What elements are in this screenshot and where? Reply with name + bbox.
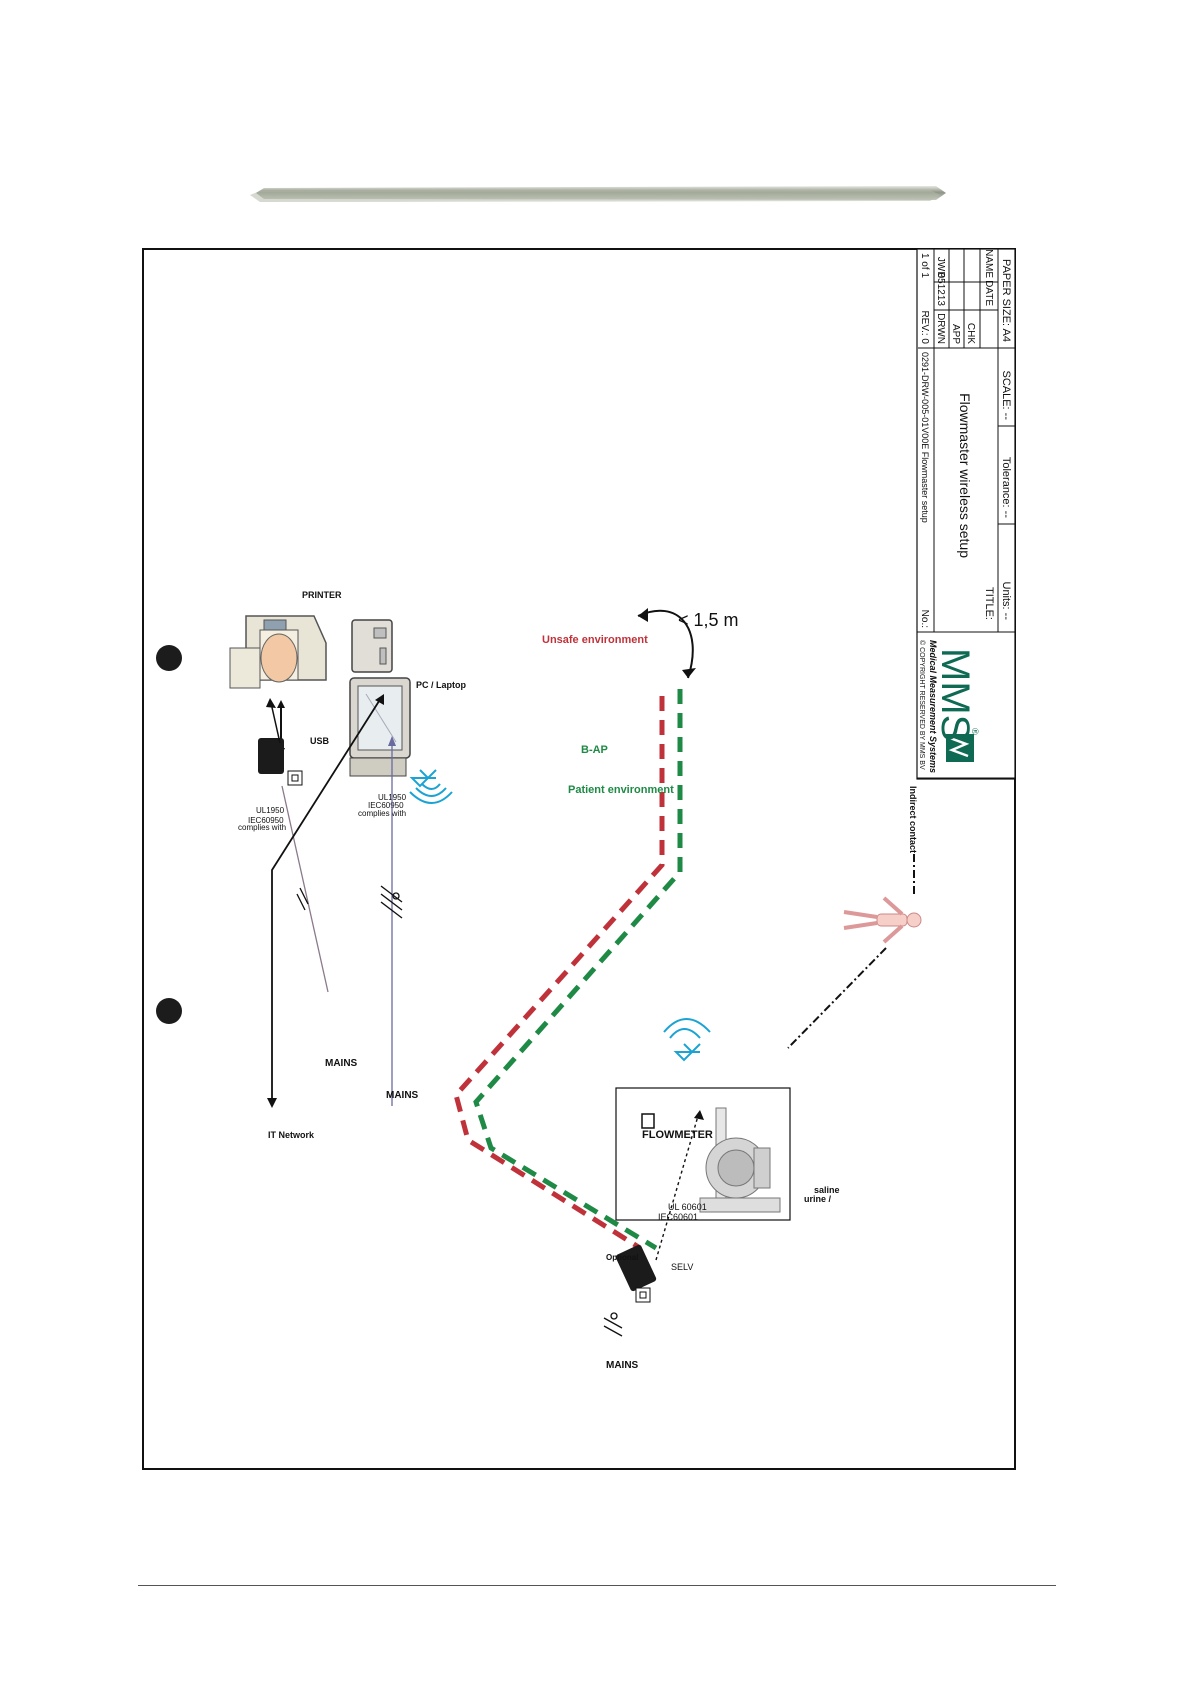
arrow-head xyxy=(388,736,396,746)
power-adapter-icon xyxy=(258,738,303,786)
mains-label: MAINS xyxy=(325,1058,358,1069)
hole-punch-mark xyxy=(156,645,182,671)
app-row-label: APP xyxy=(950,324,961,344)
power-adapter-icon xyxy=(615,1244,657,1303)
selv-label: SELV xyxy=(671,1262,693,1272)
mains-cable xyxy=(281,785,329,993)
logo-text: MMS xyxy=(933,648,977,741)
bluetooth-icon xyxy=(663,1018,711,1062)
urine-saline-label: urine / xyxy=(804,1194,832,1204)
drawing-number: 0291-DRW-005-01V00E Flowmaster setup xyxy=(920,352,930,523)
arc-arrow xyxy=(638,608,648,622)
printer-compliance-ul: UL1950 xyxy=(256,806,285,815)
drwn-name: JWB xyxy=(935,257,946,278)
patient-environment-line xyxy=(473,689,683,1251)
chk-row-label: CHK xyxy=(965,323,976,344)
printer-label: PRINTER xyxy=(302,590,342,600)
drwn-date: 051213 xyxy=(935,273,946,307)
printer-compliance-label: complies with xyxy=(238,823,286,832)
arrow-head xyxy=(266,698,276,708)
sheet-border xyxy=(142,248,1016,1470)
name-header: NAME xyxy=(983,249,994,278)
mains-label: MAINS xyxy=(386,1090,419,1101)
footer-rule xyxy=(138,1585,1056,1586)
patient-environment-label: Patient environment xyxy=(568,784,674,796)
pc-laptop-label: PC / Laptop xyxy=(416,680,466,690)
usb-arrow xyxy=(277,700,285,708)
logo-registered: ® xyxy=(970,728,980,735)
unsafe-environment-label: Unsafe environment xyxy=(542,634,648,646)
bluetooth-icon xyxy=(409,769,453,804)
distance-label: < 1,5 m xyxy=(678,610,739,630)
arrow-head xyxy=(267,1098,277,1108)
indirect-contact-label: Indirect contact xyxy=(908,786,918,853)
date-header: DATE xyxy=(983,280,994,306)
copyright-notice: © COPYRIGHT RESERVED BY MMS BV xyxy=(918,640,926,770)
pc-compliance-label: complies with xyxy=(358,809,406,818)
logo-area xyxy=(916,631,1016,779)
drawing-sheet: Unsafe environment Patient environment B… xyxy=(142,248,1016,1470)
distance-arc xyxy=(637,609,694,679)
title-label: TITLE: xyxy=(983,587,995,620)
tolerance-field: Tolerance: -- xyxy=(1000,457,1012,518)
mms-logo: MMS ® xyxy=(933,648,980,762)
optional-label: Optional xyxy=(606,1253,638,1262)
units-field: Units: -- xyxy=(1000,582,1012,621)
indirect-contact-line xyxy=(787,947,887,1049)
arrow-head xyxy=(694,1110,704,1120)
hole-punch-mark xyxy=(156,998,182,1024)
flowmeter-stand xyxy=(699,1107,781,1213)
flowmeter-display xyxy=(641,1113,655,1129)
company-name: Medical Measurement Systems xyxy=(928,640,938,773)
switch-symbol xyxy=(603,1312,623,1337)
pc-compliance-standard: IEC60950 xyxy=(368,801,404,810)
patient-environment-sublabel: B-AP xyxy=(581,744,608,756)
scale-field: SCALE: -- xyxy=(1000,370,1012,420)
selv-cable xyxy=(655,1115,699,1261)
it-network-label: IT Network xyxy=(268,1130,315,1140)
drawing-title: Flowmaster wireless setup xyxy=(957,393,973,558)
flowmeter-label: FLOWMETER xyxy=(642,1129,713,1141)
patient-figure-icon xyxy=(843,896,922,944)
it-network-line xyxy=(271,697,382,1101)
revision-field: REV.: 0 xyxy=(919,310,930,344)
printer-compliance-standard: IEC60950 xyxy=(248,816,284,825)
decorative-rule xyxy=(250,186,946,202)
urine-saline-sublabel: saline xyxy=(814,1185,840,1195)
drwn-row-label: DRWN xyxy=(935,313,946,344)
printer-power-arrow xyxy=(270,702,281,744)
printer-icon xyxy=(229,615,327,689)
sheet-field: 1 of 1 xyxy=(919,253,930,278)
drawing-number-label: No.: xyxy=(919,610,930,628)
arc-arrow xyxy=(682,668,696,678)
switch-symbol xyxy=(296,885,403,919)
mains-label: MAINS xyxy=(606,1360,639,1371)
title-block: MMS ® Medical Measurement Systems © COPY… xyxy=(916,248,1016,780)
ul60601-label: UL 60601 xyxy=(668,1202,707,1212)
usb-label: USB xyxy=(310,736,330,746)
paper-size-field: PAPER SIZE: A4 xyxy=(1000,259,1012,342)
iec60601-label: IEC60601 xyxy=(658,1212,698,1222)
arrow-head xyxy=(375,694,384,705)
